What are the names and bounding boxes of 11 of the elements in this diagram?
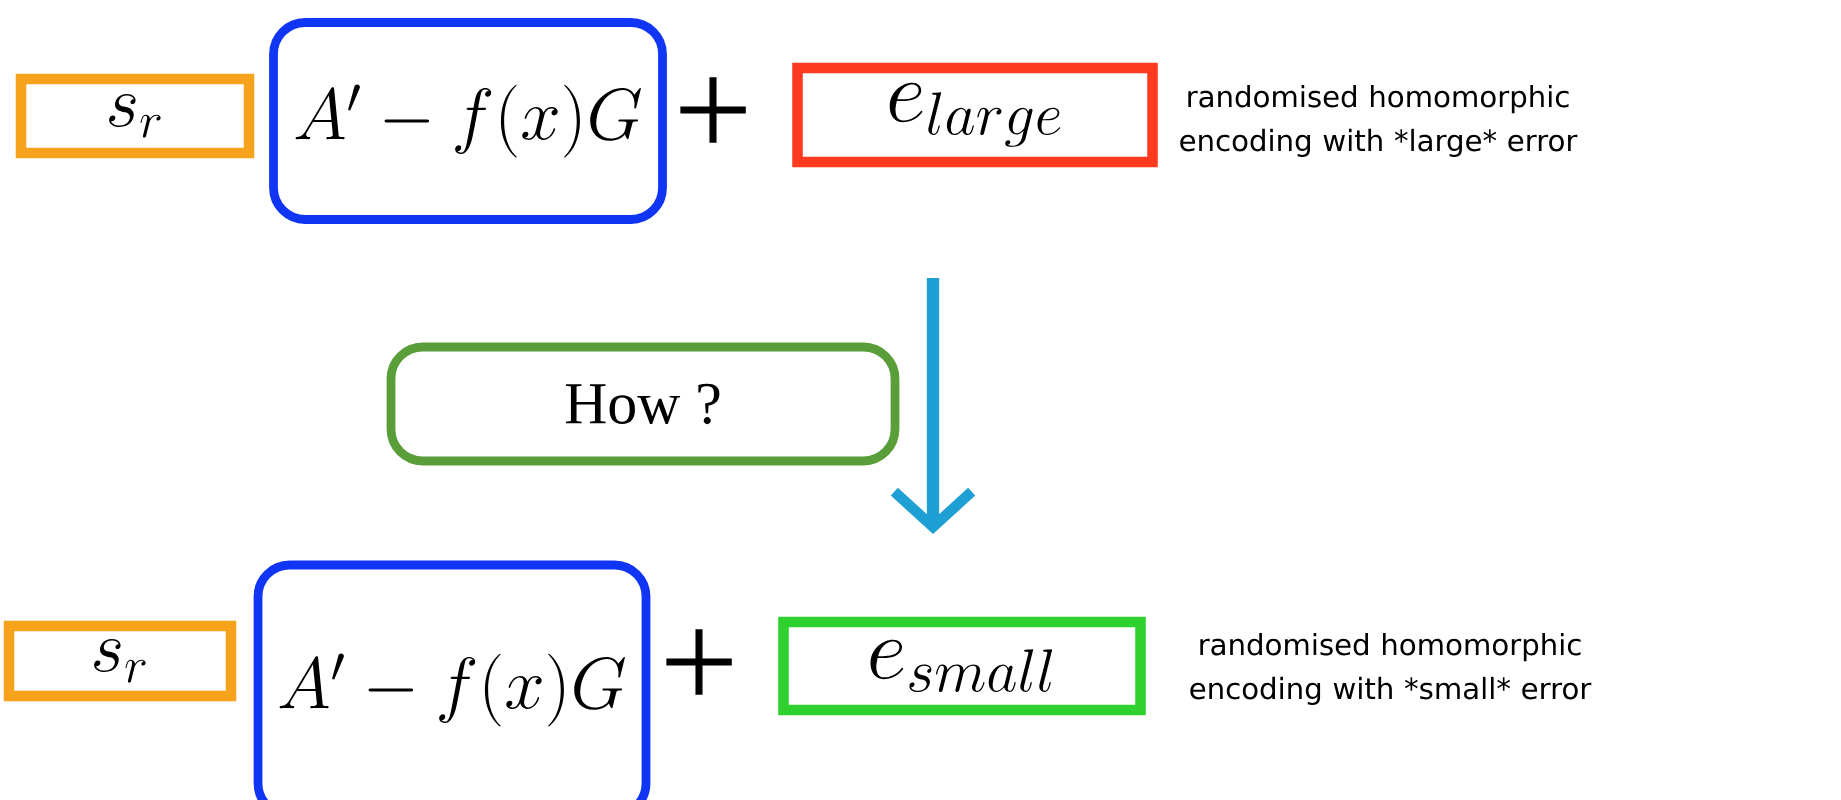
rounded-box: How ? (386, 342, 900, 466)
plus-sign: + (680, 77, 746, 143)
rounded-box: $A' - f(x)G$ (269, 18, 667, 224)
rounded-box: $A' - f(x)G$ (253, 560, 651, 800)
box: $s_r$ (3, 620, 237, 702)
note-text: randomised homomorphic encoding with *small* error (1190, 632, 1592, 706)
box: $e_{large}$ (792, 62, 1158, 168)
box: $s_r$ (15, 73, 255, 159)
box: $e_{small}$ (778, 616, 1146, 716)
plus-sign: + (666, 629, 732, 695)
note-text: randomised homomorphic encoding with *large* error (1180, 84, 1578, 158)
